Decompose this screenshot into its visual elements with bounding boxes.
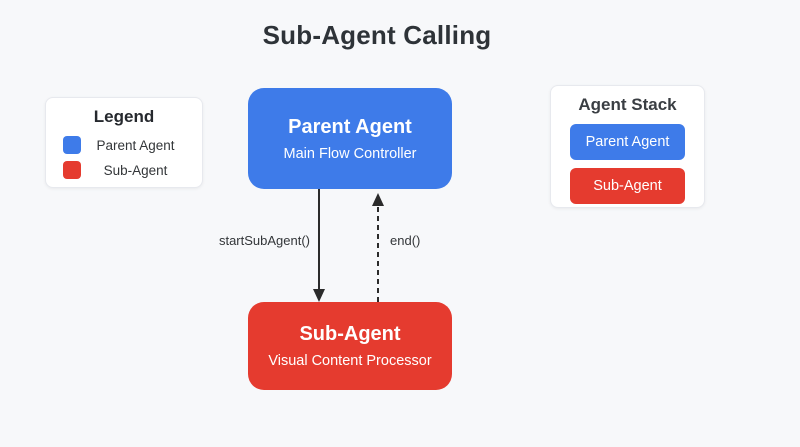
legend-item-label: Sub-Agent [103,162,168,178]
page-title: Sub-Agent Calling [262,20,492,50]
sub-agent-color-swatch [63,161,81,179]
legend-title: Legend [93,107,155,126]
return-arrow-up-dashed [372,193,384,302]
legend-item-sub-agent: Sub-Agent [58,161,190,179]
sub-agent-node-title: Sub-Agent [299,323,401,345]
legend-item-parent-agent: Parent Agent [58,136,190,154]
parent-agent-color-swatch [63,136,81,154]
call-arrow-label: startSubAgent() [218,233,310,248]
call-arrow-down [313,189,325,302]
return-arrow-label: end() [390,233,421,248]
sub-agent-node: Sub-Agent Visual Content Processor [248,302,452,390]
sub-agent-node-subtitle: Visual Content Processor [268,353,432,369]
agent-stack-title: Agent Stack [578,95,677,114]
parent-agent-node: Parent Agent Main Flow Controller [248,88,452,189]
agent-stack-item-sub-agent: Sub-Agent [570,168,685,204]
legend-panel: Legend Parent Agent Sub-Agent [45,97,203,188]
agent-stack-item-label: Parent Agent [585,134,670,150]
legend-item-label: Parent Agent [96,137,175,153]
parent-agent-node-subtitle: Main Flow Controller [283,145,417,162]
parent-agent-node-title: Parent Agent [288,115,412,138]
agent-stack-item-label: Sub-Agent [593,178,662,194]
agent-stack-panel: Agent Stack Parent Agent Sub-Agent [550,85,705,208]
agent-stack-item-parent-agent: Parent Agent [570,124,685,160]
